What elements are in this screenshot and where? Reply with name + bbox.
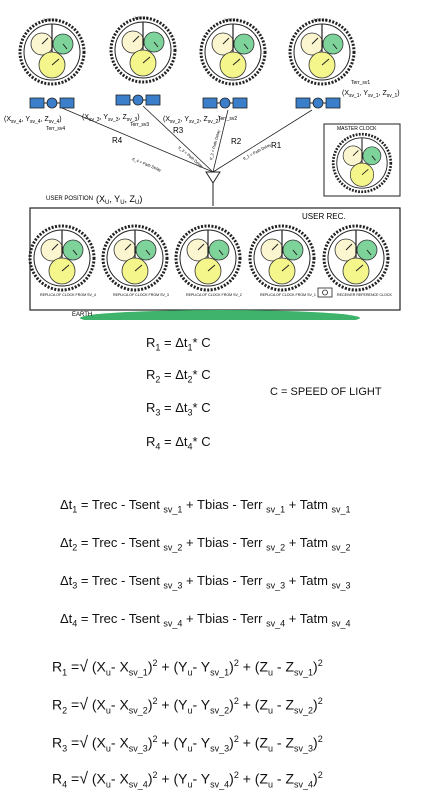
range-eq-4: R4 = Δt4* C — [146, 434, 211, 452]
replica-clock-sv4 — [28, 224, 96, 292]
earth-label: EARTH — [72, 312, 92, 318]
clock-zero-label: 0 — [236, 17, 239, 22]
sv1-coords: (Xsv_1, Ysv_1, Zsv_1) — [342, 90, 400, 99]
clock-label: 1 SEC — [224, 17, 236, 22]
path-delay-3: tt_3 = Path Delay — [177, 145, 204, 169]
satellite-icon — [202, 97, 248, 109]
delta-eq-3: Δt3 = Trec - Tsent sv_3 + Tbias - Terr s… — [60, 573, 351, 591]
clock-label: 1 SEC — [313, 17, 325, 22]
signal-rays — [61, 105, 313, 173]
distance-eq-1: R1 =√ (Xu- Xsv_1)2 + (Yu- Ysv_1)2 + (Zu … — [52, 658, 323, 678]
distance-eq-4: R4 =√ (Xu- Xsv_4)2 + (Yu- Ysv_4)2 + (Zu … — [52, 770, 323, 790]
satellite-icon — [115, 94, 161, 106]
satellite-clock-sv3 — [109, 16, 177, 84]
range-eq-2: R2 = Δt2* C — [146, 367, 211, 385]
terr-label-sv1: Terr_sv1 — [351, 80, 370, 86]
gps-diagram: 1 SEC 1 SEC 1 SEC 1 SEC 0 0 0 0 (Xsv_4, … — [4, 15, 401, 320]
antenna-icon — [205, 171, 221, 206]
camera-icon — [317, 287, 333, 298]
master-clock — [331, 132, 393, 194]
delta-eq-1: Δt1 = Trec - Tsent sv_1 + Tbias - Terr s… — [60, 497, 351, 515]
replica-label: REPLICA OF CLOCK FROM SV_4 — [40, 293, 96, 297]
path-delay-2: tt_2 = Path Delay — [208, 129, 221, 160]
satellite-clock-sv4 — [18, 18, 86, 86]
terr-label-sv2: Terr_sv2 — [218, 116, 237, 122]
delta-eq-4: Δt4 = Trec - Tsent sv_4 + Tbias - Terr s… — [60, 611, 351, 629]
clock-label: 1 SEC — [134, 15, 146, 20]
range-label-r2: R2 — [231, 137, 242, 146]
satellite-clock-sv2 — [199, 18, 267, 86]
clock-zero-label: 0 — [55, 17, 58, 22]
receiver-reference-clock — [322, 224, 390, 292]
range-label-r4: R4 — [112, 136, 123, 145]
replica-clock-sv1 — [248, 224, 316, 292]
clock-label: 1 SEC — [43, 17, 55, 22]
sv2-coords: (Xsv_2, Ysv_2, Zsv_2) — [163, 116, 221, 125]
replica-label: RECEIVER REFERENCE CLOCK — [337, 293, 393, 297]
replica-label: REPLICA OF CLOCK FROM SV_3 — [113, 293, 169, 297]
user-rec-label: USER REC. — [302, 212, 346, 221]
delta-eq-2: Δt2 = Trec - Tsent sv_2 + Tbias - Terr s… — [60, 535, 351, 553]
distance-eq-2: R2 =√ (Xu- Xsv_2)2 + (Yu- Ysv_2)2 + (Zu … — [52, 696, 323, 716]
replica-label: REPLICA OF CLOCK FROM SV_2 — [186, 293, 242, 297]
terr-label-sv3: Terr_sv3 — [130, 122, 149, 128]
clock-zero-label: 0 — [146, 15, 149, 20]
path-delay-4: tt_4 = Path Delay — [132, 156, 162, 172]
earth-shape — [80, 310, 360, 320]
replica-clock-sv2 — [174, 224, 242, 292]
terr-label-sv4: Terr_sv4 — [46, 126, 65, 132]
range-label-r3: R3 — [173, 126, 184, 135]
satellite-icon — [295, 97, 341, 109]
range-eq-1: R1 = Δt1* C — [146, 335, 211, 353]
satellite-icon — [29, 97, 75, 109]
satellite-clock-sv1 — [288, 18, 356, 86]
range-label-r1: R1 — [271, 141, 282, 150]
replica-clock-sv3 — [101, 224, 169, 292]
user-position-coords: (XU, YU, ZU) — [96, 194, 142, 206]
sv4-coords: (Xsv_4, Ysv_4, Zsv_4) — [4, 116, 62, 125]
clock-zero-label: 0 — [325, 17, 328, 22]
master-clock-label: MASTER CLOCK — [337, 126, 377, 132]
distance-eq-3: R3 =√ (Xu- Xsv_3)2 + (Yu- Ysv_3)2 + (Zu … — [52, 734, 323, 754]
range-eq-3: R3 = Δt3* C — [146, 400, 211, 418]
replica-label: REPLICA OF CLOCK FROM SV_1 — [260, 293, 316, 297]
user-position-label: USER POSITION — [46, 196, 93, 202]
sv3-coords: (Xsv_3, Ysv_3, Zsv_3) — [82, 114, 140, 123]
speed-of-light-label: C = SPEED OF LIGHT — [270, 386, 382, 398]
